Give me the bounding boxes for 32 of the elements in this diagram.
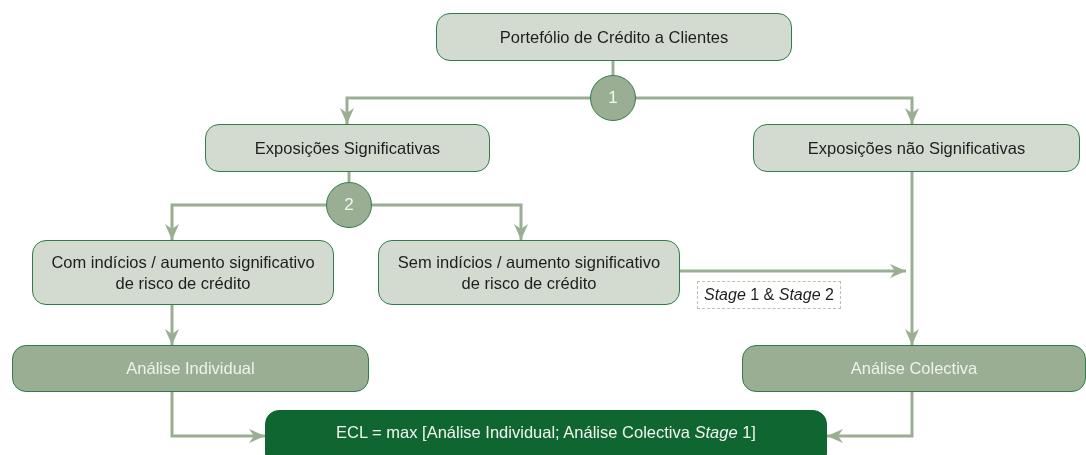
arrow [636,96,919,124]
arrow [170,392,265,443]
arrow [165,203,326,240]
arrow [827,392,914,443]
process-box [753,124,1080,172]
box-label: Sem indícios / aumento significativo de risco de crédito [396,251,662,294]
step-circle [326,182,372,228]
process-box [32,240,334,305]
box-label: Análise Individual [125,358,256,379]
box-label: Exposições não Significativas [806,137,1027,159]
process-box [436,13,792,61]
connector-line [347,172,351,182]
step-number: 1 [607,87,619,109]
box-label: Exposições Significativas [253,137,442,159]
edge-label: Stage 1 & Stage 2 [697,281,841,310]
result-box [265,410,827,455]
box-label: Portefólio de Crédito a Clientes [498,26,730,48]
arrow [680,264,906,278]
arrow [165,305,179,345]
connector-line [611,61,615,75]
box-label: Com indícios / aumento significativo de risco de crédito [50,251,316,294]
step-circle [590,75,636,121]
box-label: Análise Colectiva [849,358,979,379]
process-box [205,124,490,172]
arrow [372,203,528,240]
arrow [905,172,919,345]
step-number: 2 [343,194,355,216]
process-box [378,240,680,305]
box-label: ECL = max [Análise Individual; Análise Colectiva Stage 1] [335,422,757,443]
arrow [340,96,590,124]
process-box [12,345,369,392]
process-box [742,345,1086,392]
